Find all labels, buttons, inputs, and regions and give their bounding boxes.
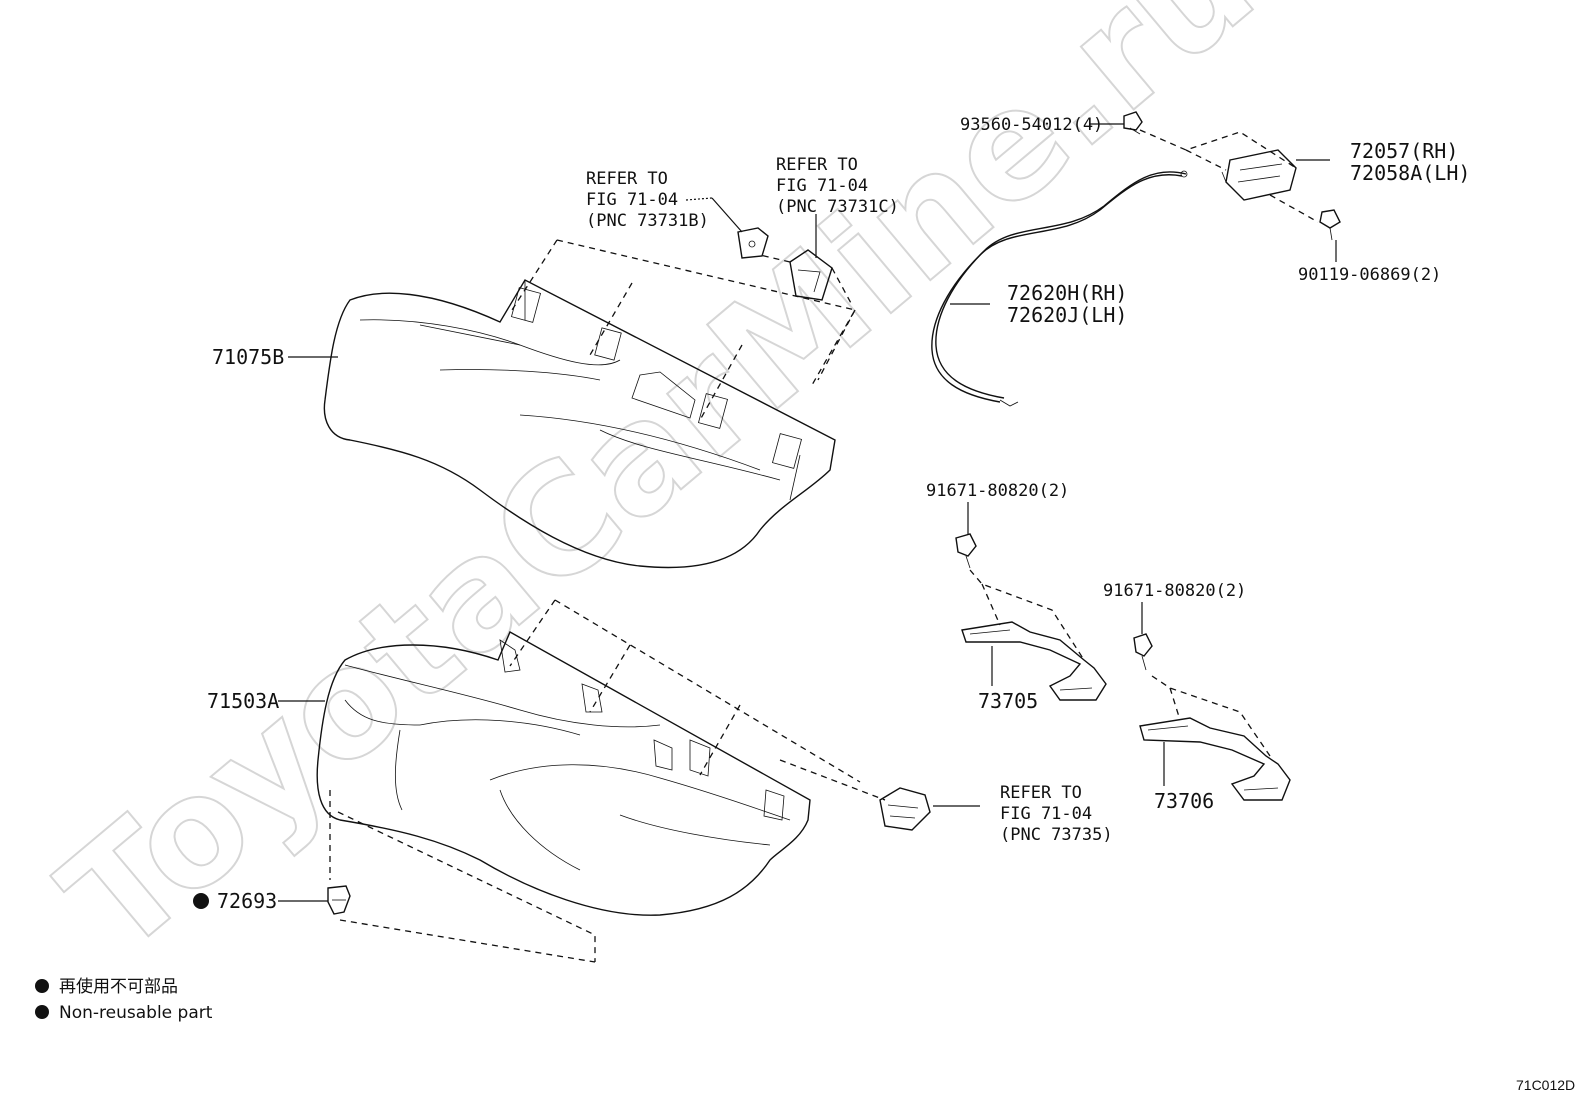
clip-part — [327, 885, 351, 915]
non-reusable-bullet-icon — [193, 893, 209, 909]
label-71503a: 71503A — [207, 689, 279, 713]
label-73705: 73705 — [978, 689, 1038, 713]
svg-text:FIG 71-04: FIG 71-04 — [586, 190, 678, 210]
hook-73706-drawing — [1139, 717, 1291, 801]
hook-73705-drawing — [961, 621, 1107, 701]
legend-jp: 再使用不可部品 — [59, 976, 178, 997]
label-71075b: 71075B — [212, 345, 284, 369]
svg-text:(PNC 73735): (PNC 73735) — [1000, 825, 1113, 845]
label-72620h-rh: 72620H(RH) — [1007, 281, 1127, 305]
svg-text:(PNC 73731B): (PNC 73731B) — [586, 211, 709, 231]
bracket-73735-drawing — [879, 787, 931, 831]
cushion-cover-drawing — [316, 631, 811, 916]
label-72057-rh: 72057(RH) — [1350, 139, 1458, 163]
legend-bullet-icon — [35, 1005, 49, 1019]
legend-en: Non-reusable part — [59, 1003, 213, 1023]
svg-text:REFER TO: REFER TO — [776, 155, 858, 175]
seat-lock-drawing — [1221, 149, 1297, 201]
label-93560: 93560-54012(4) — [960, 115, 1103, 135]
svg-text:FIG 71-04: FIG 71-04 — [776, 176, 868, 196]
bolt-93560-drawing — [1123, 111, 1143, 135]
refer-note-73731c: REFER TO FIG 71-04 (PNC 73731C) — [776, 155, 899, 217]
refer-note-73735: REFER TO FIG 71-04 (PNC 73735) — [1000, 783, 1113, 845]
bolt-90119-drawing — [1319, 209, 1341, 241]
label-72620j-lh: 72620J(LH) — [1007, 303, 1127, 327]
figure-id: 71C012D — [1516, 1077, 1575, 1093]
refer-note-73731b: REFER TO FIG 71-04 (PNC 73731B) — [586, 169, 709, 231]
legend: 再使用不可部品 Non-reusable part — [35, 976, 213, 1023]
svg-text:REFER TO: REFER TO — [586, 169, 668, 189]
legend-bullet-icon — [35, 979, 49, 993]
svg-text:(PNC 73731C): (PNC 73731C) — [776, 197, 899, 217]
bolt-91671-a-drawing — [955, 533, 977, 569]
svg-text:FIG 71-04: FIG 71-04 — [1000, 804, 1092, 824]
label-72693: 72693 — [217, 889, 277, 913]
label-72058a-lh: 72058A(LH) — [1350, 161, 1470, 185]
label-73706: 73706 — [1154, 789, 1214, 813]
label-91671-a: 91671-80820(2) — [926, 481, 1069, 501]
bolt-91671-b-drawing — [1133, 633, 1153, 671]
svg-text:REFER TO: REFER TO — [1000, 783, 1082, 803]
label-91671-b: 91671-80820(2) — [1103, 581, 1246, 601]
bracket-73731c-drawing — [789, 249, 833, 301]
release-cable-drawing — [931, 170, 1188, 407]
label-90119: 90119-06869(2) — [1298, 265, 1441, 285]
bracket-73731b-drawing — [737, 227, 769, 259]
